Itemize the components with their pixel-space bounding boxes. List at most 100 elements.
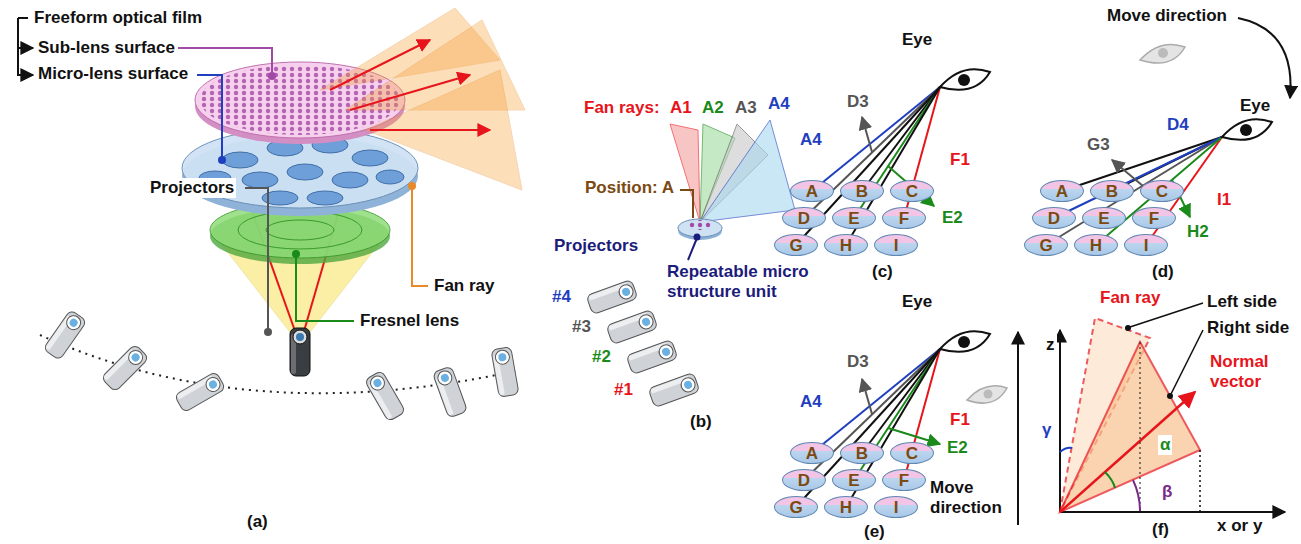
part-label: Repeatable micro structure unit	[665, 262, 819, 301]
panel-caption: (a)	[245, 512, 270, 532]
micro-structure-disc: G	[774, 234, 818, 256]
panel-caption: (c)	[870, 262, 895, 282]
position-letter: F	[899, 210, 909, 227]
part-label: Fan ray	[432, 276, 496, 296]
ray-label: A4	[798, 130, 824, 150]
micro-structure-disc: F	[882, 469, 926, 491]
ray-label: E2	[945, 438, 970, 458]
micro-structure-disc: B	[840, 442, 884, 464]
position-letter: H	[840, 237, 852, 254]
motion-label: Move direction	[1105, 6, 1229, 26]
position-letter: F	[1149, 210, 1159, 227]
ray-label: D3	[845, 352, 871, 372]
micro-structure-disc: H	[1074, 234, 1118, 256]
micro-structure-disc: D	[782, 207, 826, 229]
micro-structure-disc: H	[824, 234, 868, 256]
position-letter: D	[798, 472, 810, 489]
position-letter: A	[1056, 183, 1068, 200]
part-label: Sub-lens surface	[36, 38, 177, 58]
part-label: Projectors	[148, 178, 236, 198]
ray-label: A2	[700, 98, 726, 118]
position-letter: C	[906, 183, 918, 200]
micro-structure-disc: G	[774, 496, 818, 518]
position-letter: H	[840, 499, 852, 516]
part-label: Projectors	[552, 236, 640, 256]
panel-caption: (f)	[1150, 520, 1171, 540]
part-label: Fan ray	[1098, 288, 1162, 308]
position-letter: D	[798, 210, 810, 227]
part-label: Fresnel lens	[358, 311, 461, 331]
eye-label: Eye	[1238, 96, 1272, 116]
micro-structure-disc: E	[832, 469, 876, 491]
micro-structure-disc: A	[790, 180, 834, 202]
micro-structure-disc: I	[1124, 234, 1168, 256]
micro-structure-disc: E	[832, 207, 876, 229]
micro-structure-disc: D	[1032, 207, 1076, 229]
position-letter: G	[789, 237, 802, 254]
micro-structure-disc: D	[782, 469, 826, 491]
position-letter: I	[894, 237, 899, 254]
position-letter: H	[1090, 237, 1102, 254]
ray-label: A4	[766, 94, 792, 114]
position-letter: D	[1048, 210, 1060, 227]
position-letter: G	[789, 499, 802, 516]
position-letter: A	[806, 183, 818, 200]
part-label: Right side	[1205, 318, 1291, 338]
axis-label: x or y	[1215, 516, 1264, 536]
part-label: Left side	[1205, 292, 1279, 312]
micro-structure-disc: H	[824, 496, 868, 518]
panel-caption: (d)	[1150, 262, 1176, 282]
micro-structure-disc: B	[840, 180, 884, 202]
position-letter: C	[1156, 183, 1168, 200]
panel-caption: (b)	[688, 412, 714, 432]
ray-label: F1	[948, 410, 972, 430]
ray-label: D4	[1165, 115, 1191, 135]
ray-label: F1	[948, 150, 972, 170]
ray-label: I1	[1215, 190, 1233, 210]
projector-number: #4	[550, 287, 573, 307]
position-letter: C	[906, 445, 918, 462]
panel-caption: (e)	[862, 522, 887, 542]
position-letter: B	[1106, 183, 1118, 200]
eye-label: Eye	[900, 292, 934, 312]
micro-structure-disc: C	[890, 180, 934, 202]
axis-label: z	[1044, 335, 1057, 355]
position-letter: B	[856, 183, 868, 200]
ray-label: H2	[1185, 222, 1211, 242]
part-label: Freeform optical film	[32, 8, 204, 28]
ray-label: A4	[798, 392, 824, 412]
micro-structure-disc: C	[1140, 180, 1184, 202]
micro-structure-disc: I	[874, 496, 918, 518]
micro-structure-disc: F	[1132, 207, 1176, 229]
micro-structure-disc: I	[874, 234, 918, 256]
part-label: Micro-lens surface	[36, 64, 190, 84]
ray-label: D3	[845, 92, 871, 112]
position-letter: F	[899, 472, 909, 489]
projector-number: #2	[590, 347, 613, 367]
ray-label: A1	[668, 98, 694, 118]
ray-label: A3	[733, 98, 759, 118]
position-letter: I	[1144, 237, 1149, 254]
part-label: Normal vector	[1208, 352, 1290, 391]
angle-label: α	[1158, 435, 1172, 455]
ray-label: E2	[940, 208, 965, 228]
ray-label: G3	[1085, 135, 1112, 155]
micro-structure-disc: E	[1082, 207, 1126, 229]
micro-structure-disc: A	[790, 442, 834, 464]
angle-label: γ	[1040, 420, 1053, 440]
micro-structure-disc: B	[1090, 180, 1134, 202]
micro-structure-disc: C	[890, 442, 934, 464]
motion-label: Move direction	[928, 478, 1014, 517]
projector-number: #1	[612, 380, 635, 400]
micro-structure-disc: F	[882, 207, 926, 229]
position-letter: B	[856, 445, 868, 462]
position-letter: A	[806, 445, 818, 462]
position-letter: E	[848, 472, 859, 489]
position-letter: I	[894, 499, 899, 516]
ray-label: Fan rays:	[582, 98, 662, 118]
position-letter: G	[1039, 237, 1052, 254]
eye-label: Eye	[900, 30, 934, 50]
projector-number: #3	[570, 317, 593, 337]
